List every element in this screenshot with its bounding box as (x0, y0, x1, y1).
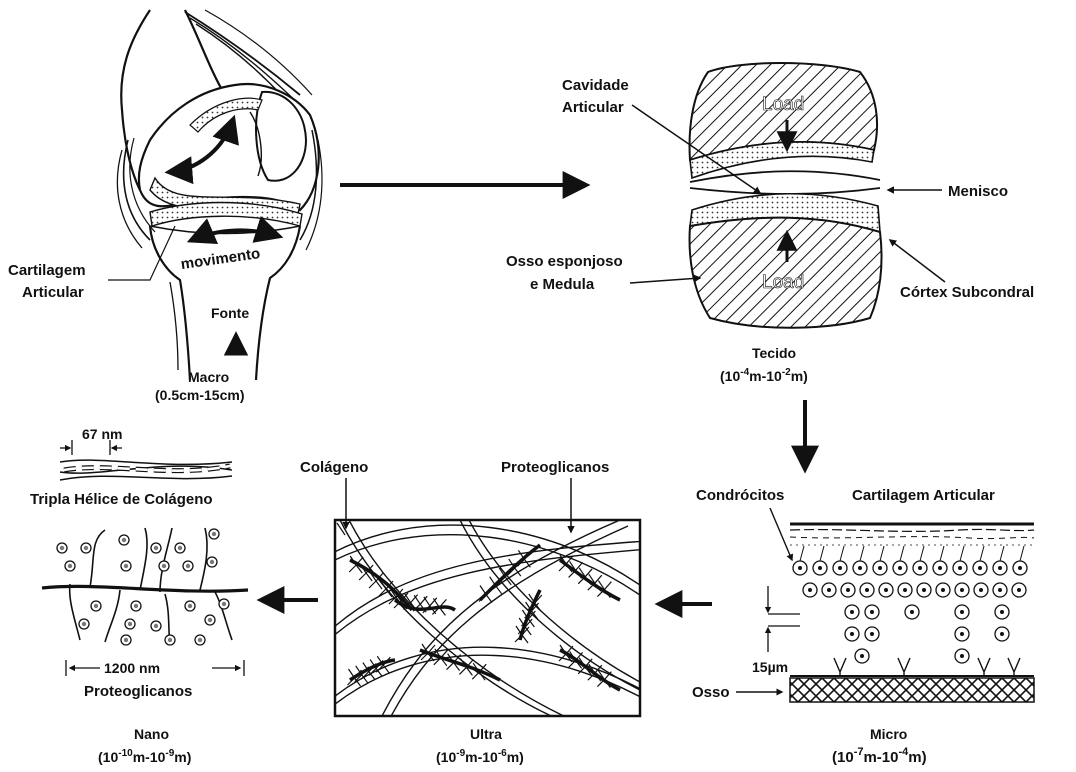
knee-joint-illustration (117, 10, 322, 380)
chondrocyte-cell (1012, 583, 1026, 597)
subchondral-leader (890, 240, 945, 282)
chondrocyte-cell (845, 605, 859, 619)
chondrocyte-cell (913, 561, 927, 575)
ultra-proteoglycans-label: Proteoglicanos (501, 459, 609, 476)
chondrocyte-cell (865, 627, 879, 641)
chondrocyte-cell (860, 583, 874, 597)
ultra-matrix-illustration (320, 518, 660, 722)
nano-scale: (10-10m-10-9m) (98, 748, 191, 765)
chondrocyte-cell (917, 583, 931, 597)
cancellous-label-line1: Osso esponjoso (506, 253, 623, 270)
chondrocyte-cell (993, 583, 1007, 597)
chondrocyte-cell (995, 627, 1009, 641)
chondrocyte-cell (855, 649, 869, 663)
chondrocyte-cell (905, 605, 919, 619)
micro-title: Micro (870, 726, 907, 742)
macro-cartilage-label-line2: Articular (22, 284, 84, 301)
load-top-label: Load (762, 94, 804, 115)
macro-scale: (0.5cm-15cm) (155, 387, 245, 403)
chondrocyte-cell (845, 627, 859, 641)
chondrocyte-cell (993, 561, 1007, 575)
chondrocyte-cell (879, 583, 893, 597)
chondrocyte-cell (898, 583, 912, 597)
ultra-title: Ultra (470, 726, 502, 742)
micro-cartilage-label: Cartilagem Articular (852, 487, 995, 504)
helix-period-label: 67 nm (82, 426, 122, 442)
chondrocyte-cell (793, 561, 807, 575)
cancellous-leader (630, 278, 700, 283)
tissue-scale: (10-4m-10-2m) (720, 367, 808, 384)
joint-cavity-label-line2: Articular (562, 99, 624, 116)
chondrocyte-cell (955, 627, 969, 641)
chondrocyte-cell (973, 561, 987, 575)
nano-title: Nano (134, 726, 169, 742)
chondrocyte-cell (953, 561, 967, 575)
chondrocyte-cell (995, 605, 1009, 619)
chondrocyte-cell (833, 561, 847, 575)
source-label: Fonte (211, 305, 249, 321)
helix-label: Tripla Hélice de Colágeno (30, 491, 213, 508)
chondrocyte-cell (936, 583, 950, 597)
meniscus-label: Menisco (948, 183, 1008, 200)
chondrocyte-cell (813, 561, 827, 575)
chondrocyte-cell (955, 605, 969, 619)
subchondral-label: Córtex Subcondral (900, 284, 1034, 301)
micro-size-label: 15µm (752, 659, 788, 675)
movement-label: movimento (180, 245, 262, 273)
chondrocyte-cell (803, 583, 817, 597)
macro-cartilage-label-line1: Cartilagem (8, 262, 86, 279)
joint-cavity-label-line1: Cavidade (562, 77, 629, 94)
chondrocyte-cell (1013, 561, 1027, 575)
tissue-title: Tecido (752, 345, 796, 361)
proteoglycan-aggregate (42, 528, 248, 676)
chondrocyte-cell (873, 561, 887, 575)
nano-length-label: 1200 nm (104, 660, 160, 676)
nano-proteoglycans-label: Proteoglicanos (84, 683, 192, 700)
chondrocyte-cell (822, 583, 836, 597)
bone-label: Osso (692, 684, 730, 701)
micro-cartilage-illustration (768, 524, 1034, 702)
chondrocyte-cell (955, 649, 969, 663)
micro-scale: (10-7m-10-4m) (832, 746, 927, 766)
chondrocytes-label: Condrócitos (696, 487, 784, 504)
chondrocyte-cell (974, 583, 988, 597)
chondrocyte-cell (841, 583, 855, 597)
chondrocyte-cell (955, 583, 969, 597)
macro-title: Macro (188, 369, 229, 385)
ultra-collagen-label: Colágeno (300, 459, 368, 476)
collagen-triple-helix (60, 440, 232, 480)
chondrocyte-cell (893, 561, 907, 575)
chondrocyte-cell (853, 561, 867, 575)
chondrocyte-cell (865, 605, 879, 619)
load-bottom-label: Load (762, 272, 804, 293)
cancellous-label-line2: e Medula (530, 276, 595, 293)
chondrocytes-leader (770, 508, 792, 560)
chondrocyte-cell (933, 561, 947, 575)
macro-cartilage-leader (108, 226, 175, 280)
ultra-scale: (10-9m-10-6m) (436, 748, 524, 765)
